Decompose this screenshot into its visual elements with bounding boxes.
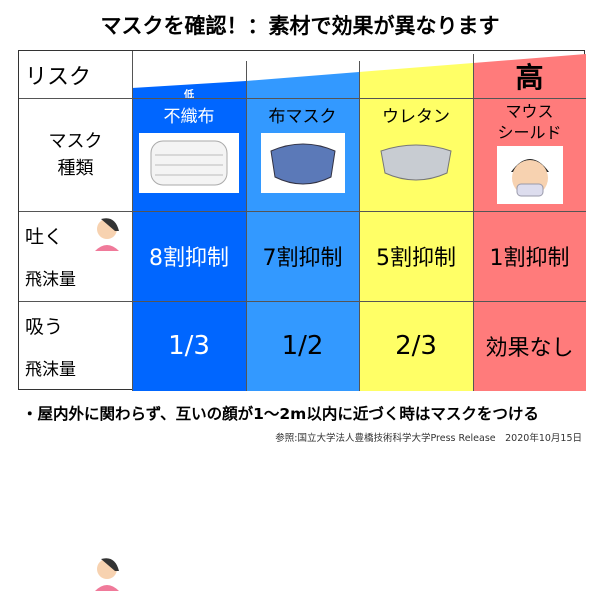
cloth-mask-icon	[260, 133, 345, 193]
mask-name: マウス シールド	[497, 102, 562, 142]
divider	[359, 61, 360, 391]
mouth-shield-person-icon	[496, 145, 563, 204]
urethane-mask-icon	[380, 144, 452, 181]
droplet-text: 飛沫量	[25, 270, 76, 290]
divider	[246, 61, 247, 391]
mask-nonwoven: 不織布	[132, 98, 246, 211]
mask-urethane: ウレタン	[359, 98, 473, 211]
exhale-text: 吐く	[25, 226, 64, 248]
risk-label: リスク	[25, 64, 92, 90]
droplet-text: 飛沫量	[25, 360, 76, 380]
mask-mouth-shield: マウス シールド	[473, 98, 586, 211]
mask-name: 不織布	[163, 107, 215, 127]
nonwoven-mask-icon	[139, 133, 239, 193]
exhale-value-cloth: 7割抑制	[246, 211, 359, 301]
page-title: マスクを確認！：素材で効果が異なります	[100, 14, 500, 38]
mask-name: 布マスク	[268, 107, 337, 127]
mask-type-label: マスク 種類	[48, 130, 103, 179]
mask-name: ウレタン	[382, 107, 450, 127]
footer-note: ・屋内外に関わらず、互いの顔が1～2m以内に近づく時はマスクをつける	[22, 405, 539, 423]
inhale-value-nonwoven: 1/3	[132, 301, 246, 391]
divider	[132, 51, 133, 391]
source-citation: 参照:国立大学法人豊橋技術科学大学Press Release 2020年10月1…	[275, 433, 582, 444]
inhale-label: 吸う 飛沫量	[19, 301, 132, 591]
divider	[19, 301, 586, 302]
risk-high-label: 高	[515, 61, 544, 94]
exhale-value-nonwoven: 8割抑制	[132, 211, 246, 301]
inhale-value-cloth: 1/2	[246, 301, 359, 391]
mask-comparison-table: リスク 低 高 マスク 種類 不織布 布マスク ウレタン マウス シールド 吐く…	[18, 50, 586, 591]
divider	[473, 54, 474, 391]
exhale-label: 吐く 飛沫量	[19, 211, 132, 301]
inhale-text: 吸う	[25, 316, 64, 338]
risk-gradient-band	[132, 54, 586, 98]
inhale-value-urethane: 2/3	[359, 301, 473, 391]
person-inhaling-icon	[95, 558, 119, 591]
divider	[19, 211, 586, 212]
mask-cloth: 布マスク	[246, 98, 359, 211]
inhale-value-shield: 効果なし	[473, 301, 586, 391]
risk-low-label: 低	[184, 89, 194, 101]
divider	[19, 98, 586, 99]
person-exhaling-icon	[95, 218, 119, 251]
exhale-value-urethane: 5割抑制	[359, 211, 473, 301]
exhale-value-shield: 1割抑制	[473, 211, 586, 301]
